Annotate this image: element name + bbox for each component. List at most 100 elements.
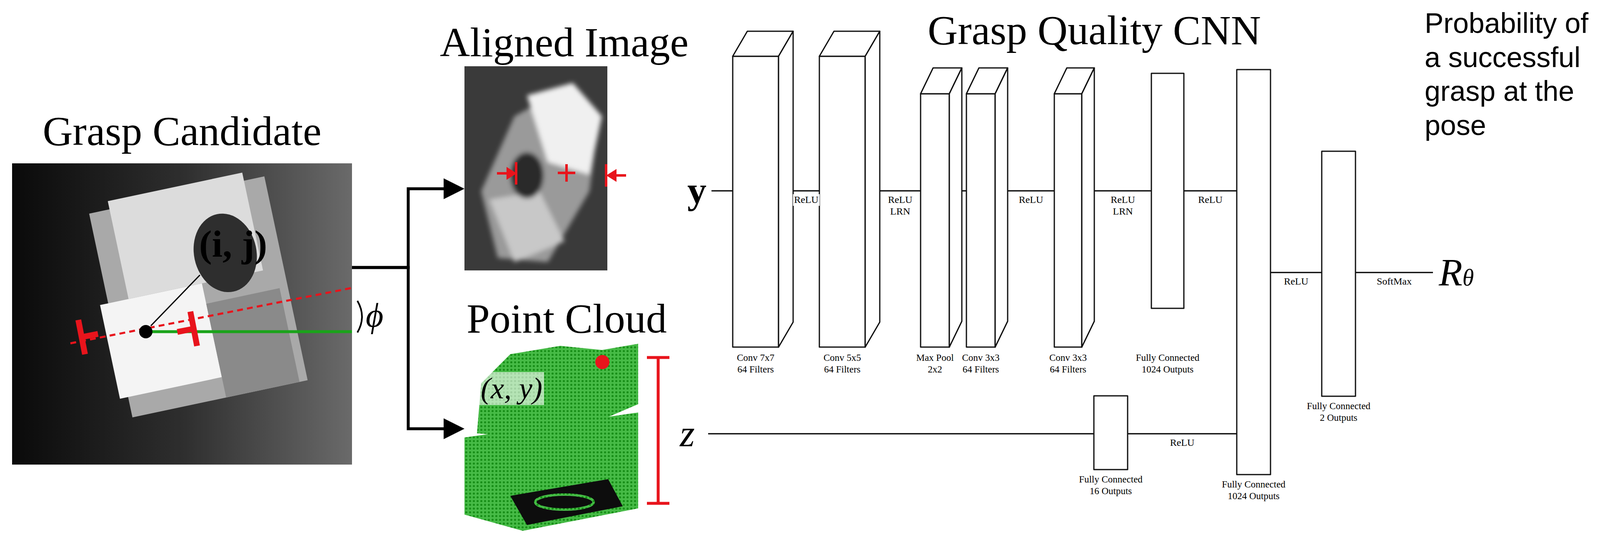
grasp-axis xyxy=(70,287,352,344)
object xyxy=(206,288,300,398)
layer-face xyxy=(778,31,794,347)
layer-caption: Fully Connected 16 Outputs xyxy=(1077,473,1145,497)
layer-face xyxy=(1093,395,1128,470)
image-panel: Aligned Image xyxy=(464,66,608,271)
layer-caption: Conv 3x3 64 Filters xyxy=(958,351,1004,375)
depth-image xyxy=(12,163,352,465)
layer-face xyxy=(920,93,950,347)
conv-layer: Conv 5x5 64 Filters xyxy=(819,56,866,347)
coordinate-label: (x, y) xyxy=(479,371,545,405)
layer-face xyxy=(1236,69,1271,475)
angle-label: ϕ xyxy=(365,296,384,335)
fc-layer: Fully Connected 2 Outputs xyxy=(1321,151,1356,397)
layer-connection xyxy=(1183,190,1237,192)
point-cloud xyxy=(595,354,610,370)
point-cloud xyxy=(464,343,639,531)
leader-line xyxy=(150,274,200,326)
layer-slab xyxy=(1236,69,1273,477)
layer-face xyxy=(865,31,880,347)
grasp-marker xyxy=(608,171,616,180)
layer-caption: Fully Connected 1024 Outputs xyxy=(1133,351,1202,375)
layer-caption: Conv 7x7 64 Filters xyxy=(733,351,779,375)
layer-face xyxy=(1054,93,1082,347)
grasp-marker xyxy=(565,164,568,182)
image-title: Point Cloud xyxy=(466,295,667,342)
layer-face xyxy=(1321,151,1356,397)
grasp-marker xyxy=(496,172,508,175)
fc-layer: Fully Connected 1024 Outputs xyxy=(1151,73,1184,309)
input-label: y xyxy=(687,169,707,212)
activation-label: ReLU LRN xyxy=(1109,194,1137,218)
conv-layer: Conv 3x3 64 Filters xyxy=(1054,93,1082,347)
flow-arrow xyxy=(351,188,452,268)
image-panel: Grasp Candidate xyxy=(12,163,352,465)
layer-caption: Conv 3x3 64 Filters xyxy=(1045,351,1091,375)
input-wire xyxy=(711,190,733,192)
conv-layer: Conv 7x7 64 Filters xyxy=(732,56,779,347)
activation-label: ReLU xyxy=(1282,275,1310,288)
grasp-center xyxy=(139,324,153,339)
layer-face xyxy=(995,67,1008,347)
layer-face xyxy=(1151,73,1184,309)
layer-slab xyxy=(819,31,882,349)
gripper-jaw xyxy=(81,333,98,337)
aligned-image xyxy=(464,66,627,271)
image-title: Grasp Candidate xyxy=(42,108,322,155)
activation-label: ReLU xyxy=(1168,436,1196,449)
aligned-image xyxy=(510,152,544,199)
aligned-image xyxy=(489,191,565,263)
annotation: Probability of a successful grasp at the… xyxy=(1424,6,1596,143)
object xyxy=(99,283,222,399)
layer-slab xyxy=(966,67,1010,349)
image-panel: Point Cloud xyxy=(464,341,639,531)
object xyxy=(79,168,308,420)
fc-layer: Fully Connected 16 Outputs xyxy=(1093,395,1128,470)
flow-arrow xyxy=(351,267,452,429)
point-cloud xyxy=(510,479,623,525)
point-cloud xyxy=(476,343,639,438)
aligned-image xyxy=(481,82,602,263)
layer-face xyxy=(732,56,779,347)
layer-face xyxy=(1081,67,1095,347)
angle-arc xyxy=(357,300,362,333)
layer-face xyxy=(819,56,866,347)
layer-caption: Fully Connected 2 Outputs xyxy=(1305,400,1373,424)
gripper-jaw xyxy=(78,316,102,355)
activation-label: ReLU LRN xyxy=(886,194,914,218)
reference-axis xyxy=(145,330,352,334)
layer-connection xyxy=(1270,272,1322,274)
layer-caption: Max Pool 2x2 xyxy=(912,351,958,375)
input-label: z xyxy=(679,412,695,455)
conv-layer: Conv 3x3 64 Filters xyxy=(966,93,996,347)
coordinate-label: (i, j) xyxy=(199,222,268,265)
grasp-marker xyxy=(514,162,518,185)
aligned-image xyxy=(464,66,608,271)
grasp-marker xyxy=(496,162,627,187)
activation-label: ReLU xyxy=(1017,194,1045,206)
fc-layer: Fully Connected 1024 Outputs xyxy=(1236,69,1271,475)
output-label: Rθ xyxy=(1438,251,1474,294)
layer-caption: Conv 5x5 64 Filters xyxy=(819,351,865,375)
activation-label: ReLU xyxy=(792,194,820,206)
grasp-marker xyxy=(615,174,627,177)
image-title: Aligned Image xyxy=(439,19,689,66)
height-bracket xyxy=(646,357,670,504)
output-wire xyxy=(1355,272,1433,274)
height-bracket xyxy=(646,356,670,360)
layer-slab xyxy=(1093,395,1130,472)
height-bracket xyxy=(646,501,670,505)
gripper-jaw xyxy=(177,328,194,332)
layer-slab xyxy=(920,67,964,349)
activation-label: SoftMax xyxy=(1375,275,1414,287)
layer-caption: Fully Connected 1024 Outputs xyxy=(1220,478,1288,502)
layer-slab xyxy=(1151,73,1186,310)
layer-slab xyxy=(1054,67,1096,349)
layer-slab xyxy=(732,31,795,349)
layer-face xyxy=(966,93,996,347)
point-cloud xyxy=(535,494,594,510)
layer-slab xyxy=(1321,151,1358,398)
